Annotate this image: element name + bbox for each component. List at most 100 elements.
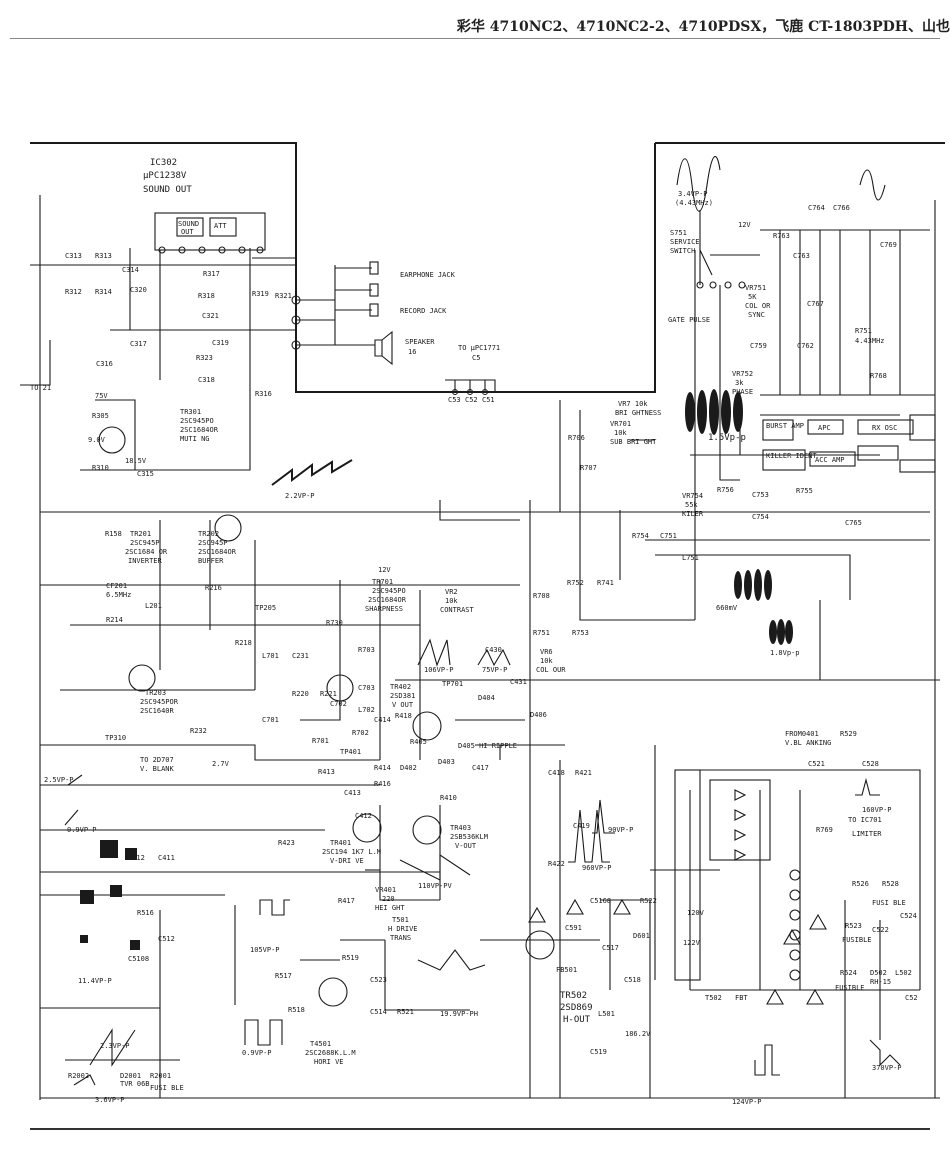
- voltage-75v: 75V: [95, 392, 108, 400]
- c522-label: C522: [872, 926, 889, 934]
- c521-label: C521: [808, 760, 825, 768]
- r522-label: R522: [640, 897, 657, 905]
- vr-brightness-func: BRI GHTNESS: [615, 409, 661, 417]
- c5108-label: C5108: [128, 955, 149, 963]
- wave-105vpp: 105VP-P: [250, 946, 280, 954]
- d403-label: D403: [438, 758, 455, 766]
- r751b-label: R751: [533, 629, 550, 637]
- r305-label: R305: [92, 412, 109, 420]
- c52-label: C52: [465, 396, 478, 404]
- fusible-b-label: FUSIBLE: [842, 936, 872, 944]
- c701-label: C701: [262, 716, 279, 724]
- c419-label: C419: [573, 822, 590, 830]
- c764-label: C764: [808, 204, 825, 212]
- wave-2-5vpp: 2.5VP-P: [44, 776, 74, 784]
- page-header-title: 彩华 4710NC2、4710NC2-2、4710PDSX，飞鹿 CT-1803…: [456, 19, 950, 35]
- r323-label: R323: [196, 354, 213, 362]
- r232-label: R232: [190, 727, 207, 735]
- tr201-function: INVERTER: [128, 557, 163, 565]
- voltage-120v: 120V: [687, 909, 705, 917]
- footer-rule: [30, 1128, 930, 1130]
- voltage-2-7v: 2.7V: [212, 760, 230, 768]
- tp401-label: TP401: [340, 748, 361, 756]
- vr751-value: 5K: [748, 293, 757, 301]
- r703-label: R703: [358, 646, 375, 654]
- wiring: [20, 142, 945, 1100]
- earphone-jack-label: EARPHONE JACK: [400, 271, 456, 279]
- vr754-label: VR754: [682, 492, 703, 500]
- fusible-c-label: FUSIBLE: [835, 984, 865, 992]
- c762-label: C762: [797, 342, 814, 350]
- vr752-value: 3k: [735, 379, 744, 387]
- tr701-label: TR701: [372, 578, 393, 586]
- r768-label: R768: [870, 372, 887, 380]
- c52x-label: C52: [905, 994, 918, 1002]
- voltage-18v: 18.5V: [125, 457, 147, 465]
- vr754-func: KILER: [682, 510, 704, 518]
- tr401-part: 2SC194 1K7 L.M: [322, 848, 381, 856]
- r708-label: R708: [533, 592, 550, 600]
- burst-amp-label: BURST AMP: [766, 422, 804, 430]
- r701-label: R701: [312, 737, 329, 745]
- d405-label: D405 HI RIPPLE: [458, 742, 517, 750]
- tr201-part: 2SC945P: [130, 539, 160, 547]
- r752-label: R752: [567, 579, 584, 587]
- cf201-value: 6.5MHz: [106, 591, 131, 599]
- r769-label: R769: [816, 826, 833, 834]
- r755-label: R755: [796, 487, 813, 495]
- chroma-blocks: [762, 414, 936, 473]
- tr202-label: TR202: [198, 530, 219, 538]
- r517-label: R517: [275, 972, 292, 980]
- r310-label: R310: [92, 464, 109, 472]
- to-2d707-label: TO 2D707: [140, 756, 174, 764]
- r521-label: R521: [397, 1008, 414, 1016]
- c524-label: C524: [900, 912, 917, 920]
- wave-370vpp: 370VP-P: [872, 1064, 902, 1072]
- r316-label: R316: [255, 390, 272, 398]
- r523-label: R523: [845, 922, 862, 930]
- vr754-value: 55k: [685, 501, 698, 509]
- tr402-part: 2SD381: [390, 692, 415, 700]
- r524-label: R524: [840, 969, 857, 977]
- v-blanking-label: V.BL ANKING: [785, 739, 831, 747]
- tp205-label: TP205: [255, 604, 276, 612]
- r416-label: R416: [374, 780, 391, 788]
- c591-label: C591: [565, 924, 582, 932]
- tr203-part-alt: 2SC1640R: [140, 707, 175, 715]
- r528-label: R528: [882, 880, 899, 888]
- ic302-part: µPC1238V: [143, 171, 187, 181]
- r518-label: R518: [288, 1006, 305, 1014]
- c430-label: C430: [485, 646, 502, 654]
- c231-label: C231: [292, 652, 309, 660]
- record-jack-label: RECORD JACK: [400, 307, 447, 315]
- vr6-func: COL OUR: [536, 666, 566, 674]
- v-blank-label: V. BLANK: [140, 765, 175, 773]
- c702-label: C702: [330, 700, 347, 708]
- tr301-part-alt: 2SC1684OR: [180, 426, 219, 434]
- r2002-label: R2002: [68, 1072, 89, 1080]
- switch-label: SWITCH: [670, 247, 695, 255]
- vr6-value: 10k: [540, 657, 553, 665]
- c316-label: C316: [96, 360, 113, 368]
- l501-label: L501: [598, 1010, 615, 1018]
- wave-11-4vpp: 11.4VP-P: [78, 977, 112, 985]
- wave-106vpp: 106VP-P: [424, 666, 454, 674]
- r422-label: R422: [548, 860, 565, 868]
- tr202-part-alt: 2SC1684OR: [198, 548, 237, 556]
- wave-124vpp: 124VP-P: [732, 1098, 762, 1106]
- rh15-label: RH-15: [870, 978, 891, 986]
- cf201-label: CF201: [106, 582, 127, 590]
- warning-icons: [528, 898, 827, 1005]
- tr501-label: T4501: [310, 1040, 331, 1048]
- flyback-transformer: [674, 769, 801, 981]
- c5-label: C5: [472, 354, 480, 362]
- to-ic701-label: TO IC701: [848, 816, 882, 824]
- from0401-label: FROM0401: [785, 730, 819, 738]
- c411-label: C411: [158, 854, 175, 862]
- wave-0-9vpp: 0.9VP-P: [242, 1049, 272, 1057]
- vr751-col: COL OR: [745, 302, 771, 310]
- tr403-function: V-OUT: [455, 842, 477, 850]
- rx-osc-label: RX OSC: [872, 424, 897, 432]
- transistors: [98, 426, 555, 1007]
